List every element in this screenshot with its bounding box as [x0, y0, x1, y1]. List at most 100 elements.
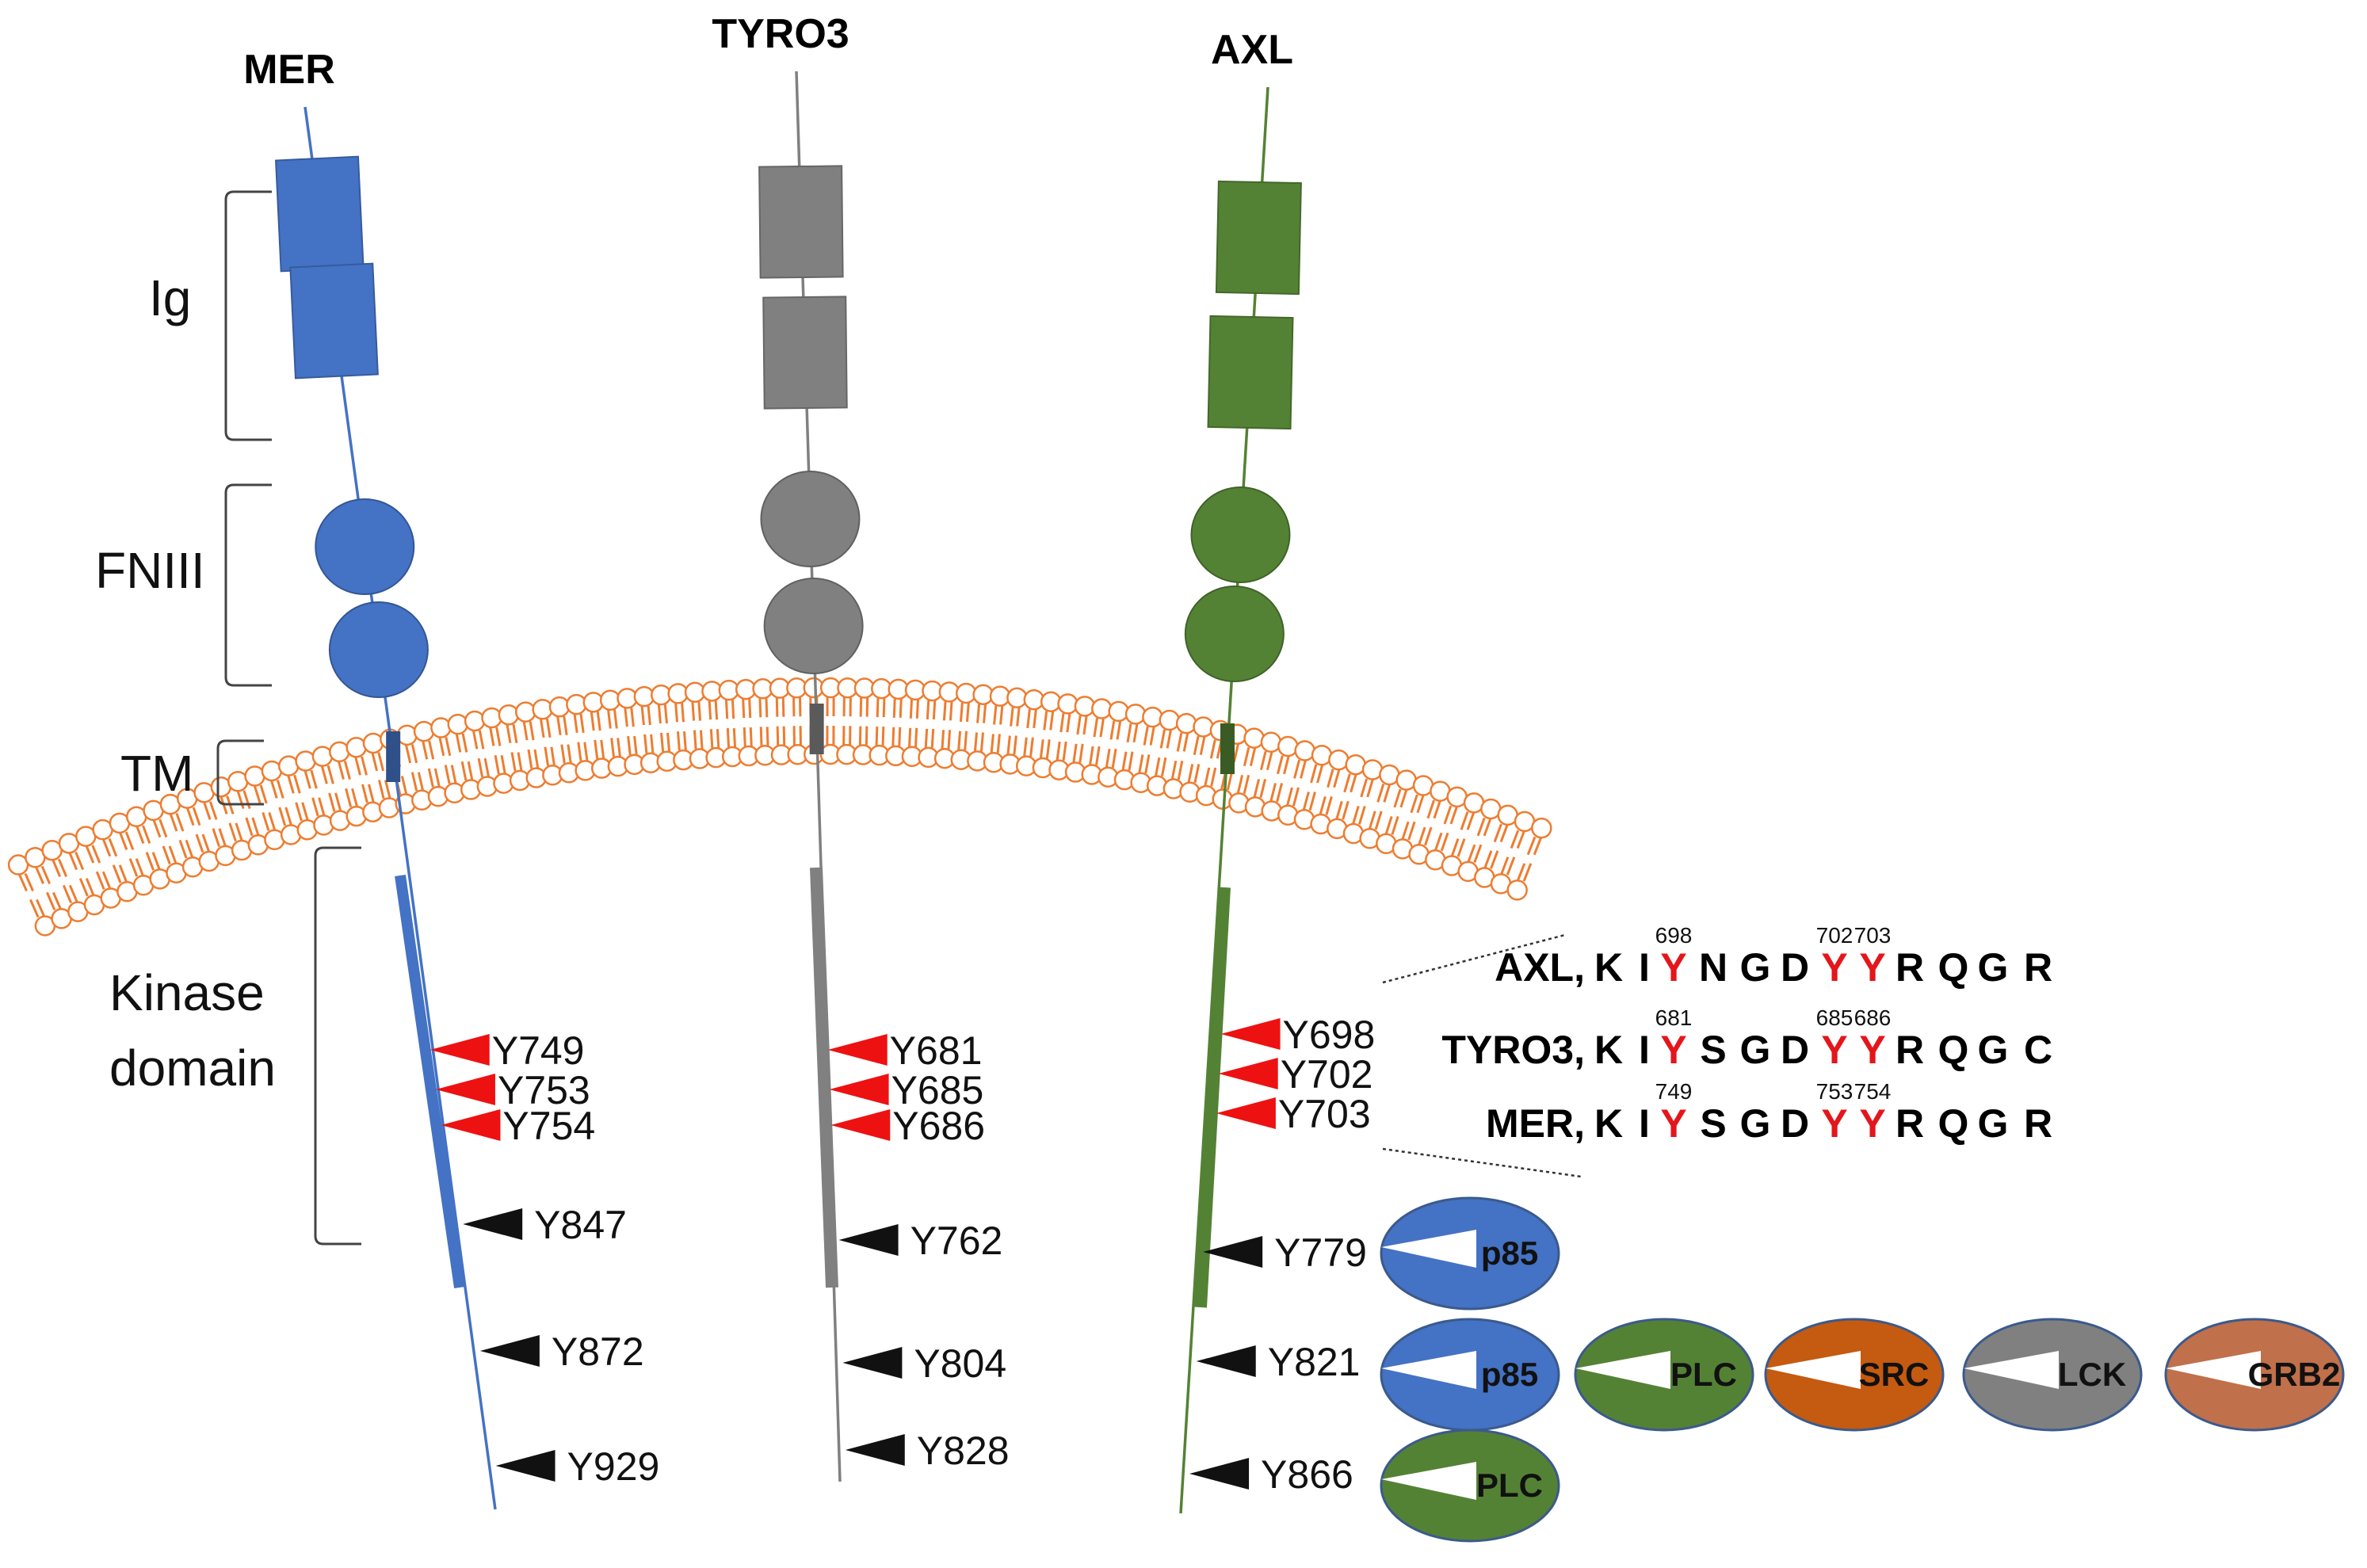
phospho-site-arrow — [828, 1034, 888, 1066]
lipid-tail — [286, 807, 292, 826]
lipid-tail — [423, 741, 427, 759]
lipid-tail — [777, 727, 778, 746]
lipid-tail — [1452, 839, 1458, 857]
lipid-tail — [429, 769, 433, 787]
lipid-tail — [1304, 792, 1308, 811]
lipid-tail — [662, 733, 663, 752]
lipid-head — [414, 722, 433, 741]
lipid-tail — [1140, 754, 1143, 773]
residue-number: 698 — [1655, 923, 1693, 948]
lipid-tail — [271, 780, 277, 799]
fniii-domain — [765, 578, 863, 673]
lipid-tail — [1261, 779, 1266, 797]
lipid-tail — [1028, 709, 1030, 728]
alignment-residue: K — [1594, 1028, 1623, 1072]
lipid-head — [1143, 708, 1162, 727]
tyrosine-label: Y762 — [911, 1219, 1003, 1263]
lipid-tail — [147, 853, 153, 870]
lipid-tail — [1478, 818, 1484, 836]
lipid-head — [1075, 696, 1094, 715]
tyrosine-label: Y779 — [1274, 1230, 1367, 1275]
lipid-tail — [412, 745, 416, 763]
alignment-tyrosine: Y — [1821, 1028, 1847, 1072]
tyrosine-label: Y804 — [914, 1341, 1006, 1386]
lipid-tail — [893, 727, 894, 746]
lipid-tail — [628, 736, 631, 755]
alignment-tyrosine: Y — [1821, 945, 1847, 990]
phospho-site-arrow — [1219, 1058, 1278, 1089]
lipid-tail — [1205, 768, 1209, 786]
lipid-tail — [136, 859, 143, 876]
alignment-residue: G — [1978, 1101, 2009, 1146]
lipid-tail — [1284, 756, 1288, 774]
alignment-residue: Q — [1938, 1028, 1969, 1072]
lipid-tail — [1491, 851, 1498, 868]
alignment-residue: I — [1639, 1101, 1650, 1146]
lipid-tail — [726, 700, 727, 719]
lipid-tail — [1518, 830, 1525, 848]
lipid-head — [465, 712, 484, 731]
lipid-head — [1532, 818, 1551, 837]
lipid-tail — [995, 706, 996, 725]
lipid-tail — [1392, 816, 1398, 834]
lipid-tail — [518, 753, 521, 772]
lipid-tail — [1403, 822, 1408, 840]
phospho-site-arrow — [441, 1109, 500, 1141]
lipid-tail — [288, 775, 294, 793]
lipid-tail — [1195, 764, 1199, 783]
lipid-tail — [1501, 857, 1508, 875]
kinase-label-line1: Kinase — [109, 964, 265, 1021]
lipid-tail — [894, 699, 895, 718]
lipid-tail — [136, 826, 143, 843]
fniii-label: FNIII — [95, 542, 205, 599]
alignment-residue: G — [1740, 945, 1771, 990]
lipid-tail — [761, 727, 762, 746]
lipid-tail — [295, 775, 300, 793]
receptor-name: MER — [243, 47, 335, 93]
lipid-tail — [1184, 733, 1188, 752]
lipid-tail — [160, 819, 166, 837]
lipid-tail — [244, 791, 250, 809]
lipid-tail — [1090, 746, 1094, 765]
lipid-tail — [701, 731, 702, 750]
lipid-head — [1508, 880, 1527, 899]
alignment-residue: R — [1896, 1028, 1924, 1072]
lipid-tail — [1051, 712, 1053, 731]
alignment-residue: Q — [1938, 945, 1969, 990]
lipid-tail — [699, 702, 701, 721]
lipid-tail — [473, 731, 476, 750]
lipid-tail — [1434, 800, 1441, 818]
partner-plc: PLC — [1575, 1319, 1753, 1430]
lipid-tail — [1411, 795, 1417, 813]
phospho-site-arrow — [846, 1434, 905, 1466]
lipid-tail — [965, 731, 967, 750]
phospho-site-arrow — [1216, 1097, 1276, 1129]
lipid-tail — [187, 807, 193, 826]
alignment-residue: I — [1639, 1028, 1650, 1072]
lipid-tail — [1361, 779, 1367, 797]
lipid-tail — [876, 727, 877, 746]
lipid-tail — [1134, 723, 1137, 742]
partner-p85: p85 — [1381, 1198, 1559, 1309]
lipid-tail — [210, 802, 216, 820]
lipid-tail — [883, 727, 884, 746]
lipid-tail — [1047, 739, 1049, 758]
lipid-tail — [372, 753, 377, 771]
lipid-tail — [1128, 723, 1131, 742]
lipid-tail — [665, 704, 666, 723]
lipid-tail — [463, 734, 467, 753]
lipid-tail — [445, 765, 449, 784]
lipid-tail — [163, 846, 170, 864]
lipid-tail — [1057, 742, 1059, 761]
tyrosine-label: Y703 — [1278, 1092, 1371, 1136]
lipid-tail — [1146, 754, 1149, 773]
lipid-tail — [1378, 784, 1384, 802]
alignment-residue: I — [1639, 945, 1650, 990]
tyrosine-label: Y847 — [534, 1203, 627, 1247]
lipid-tail — [1117, 721, 1121, 740]
lipid-tail — [860, 727, 861, 746]
alignment-residue: R — [1896, 945, 1924, 990]
lipid-tail — [1044, 712, 1047, 731]
